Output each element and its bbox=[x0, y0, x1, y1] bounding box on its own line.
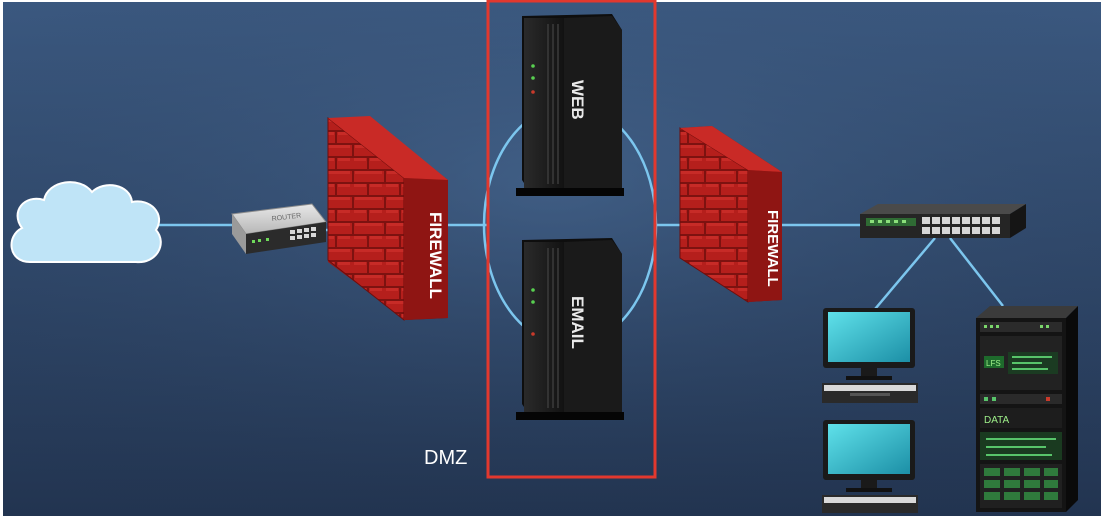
web-server-label: WEB bbox=[568, 80, 587, 120]
dmz-zone-box bbox=[486, 0, 657, 479]
firewall-left: FIREWALL bbox=[327, 116, 448, 322]
firewall-left-label: FIREWALL bbox=[426, 212, 445, 299]
email-server-icon: EMAIL bbox=[516, 238, 624, 420]
rack-display-label: LFS bbox=[986, 359, 1001, 368]
firewall-right: FIREWALL bbox=[679, 126, 782, 303]
server-rack-icon: LFS DATA bbox=[976, 306, 1078, 512]
internet-cloud-icon bbox=[10, 181, 162, 264]
web-server-icon: WEB bbox=[516, 14, 624, 196]
router-icon: ROUTER bbox=[231, 203, 327, 254]
workstation-icon bbox=[822, 420, 918, 513]
router-label: ROUTER bbox=[271, 212, 301, 223]
dmz-label: DMZ bbox=[424, 447, 467, 469]
link-switch-server-rack bbox=[949, 237, 1004, 307]
rack-data-label: DATA bbox=[984, 415, 1010, 426]
link-switch-pc bbox=[869, 237, 936, 316]
firewall-right-label: FIREWALL bbox=[764, 210, 781, 287]
email-server-label: EMAIL bbox=[568, 296, 587, 349]
network-switch-icon bbox=[860, 204, 1026, 238]
workstation-icon bbox=[822, 308, 918, 403]
